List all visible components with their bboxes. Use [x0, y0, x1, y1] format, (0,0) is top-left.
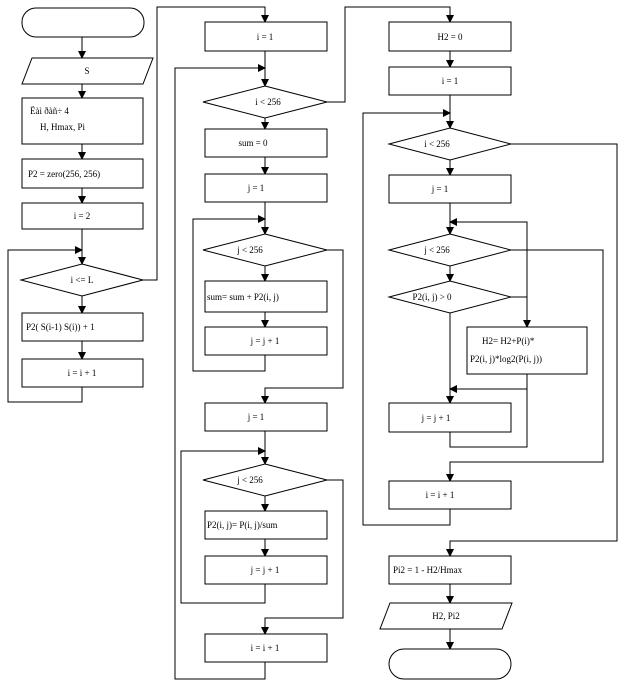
c2-j-eq-1-a-label: j = 1 — [247, 183, 265, 193]
c2-i-eq-1-box: i = 1 — [204, 21, 328, 52]
sum-update-box: sum= sum + P2(i, j) — [204, 280, 328, 313]
c2-j-eq-1-b-box: j = 1 — [204, 402, 328, 432]
c3-cond-p2-diamond: P2(i, j) > 0 — [387, 280, 513, 314]
edge-c1-exit-to-c2 — [143, 6, 269, 281]
c3-j-inc-label: j = j + 1 — [421, 413, 451, 423]
c3-i-inc-label: i = i + 1 — [426, 490, 455, 500]
edge-cond-exit — [446, 143, 618, 557]
p2-normalize-label: P2(i, j)= P(i, j)/sum — [207, 520, 277, 530]
i-eq-2-label: i = 2 — [74, 211, 91, 221]
c2-cond-j-b-label: j < 256 — [236, 475, 263, 485]
c2-cond-i-diamond: i < 256 — [202, 85, 328, 119]
p2-normalize-box: P2(i, j)= P(i, j)/sum — [204, 510, 328, 540]
c3-j-inc-box: j = j + 1 — [388, 402, 512, 433]
p2-update-label: P2( S(i-1) S(i)) + 1 — [26, 322, 95, 332]
h2-update-label-line1: H2= H2+P(i)* — [482, 336, 535, 346]
c1-i-inc-label: i = i + 1 — [68, 368, 97, 378]
edge-c2-exit-to-c3 — [327, 6, 454, 103]
c2-j-eq-1-b-label: j = 1 — [247, 412, 265, 422]
init-vars-box: Ëàì ðàñ÷ 4 H, Hmax, Pi — [21, 97, 144, 145]
output-parallelogram: H2, Pi2 — [379, 602, 513, 630]
c2-j-inc-a-box: j = j + 1 — [204, 326, 328, 356]
i-eq-2-box: i = 2 — [21, 202, 144, 230]
h2-update-box: H2= H2+P(i)* P2(i, j)*log2(P(i, j)) — [466, 326, 588, 375]
c2-i-inc-box: i = i + 1 — [204, 633, 328, 663]
edge-inner-loop-b-back — [180, 447, 266, 604]
c3-cond-j-diamond: j < 256 — [387, 233, 513, 267]
c2-i-inc-label: i = i + 1 — [251, 643, 280, 653]
edge-condj-exit — [446, 249, 604, 482]
flow-connectors — [7, 6, 618, 680]
c3-j-eq-1-label: j = 1 — [431, 184, 449, 194]
init-vars-label-line1: Ëàì ðàñ÷ 4 — [30, 106, 69, 116]
c2-j-inc-a-label: j = j + 1 — [250, 336, 280, 346]
edge-c1-loop-back — [7, 246, 83, 403]
c2-cond-j-a-label: j < 256 — [236, 245, 263, 255]
input-s-parallelogram: S — [21, 57, 154, 85]
c3-i-inc-box: i = i + 1 — [388, 480, 512, 510]
sum-update-label: sum= sum + P2(i, j) — [207, 292, 279, 302]
c2-cond-j-b-diamond: j < 256 — [202, 463, 328, 497]
pi2-label: Pi2 = 1 - H2/Hmax — [393, 565, 463, 575]
c2-j-inc-b-label: j = j + 1 — [250, 565, 280, 575]
start-terminator — [21, 7, 145, 38]
edge-inner-loop-a-back — [192, 215, 266, 372]
h2-update-label-line2: P2(i, j)*log2(P(i, j)) — [470, 354, 542, 364]
c2-cond-i-label: i < 256 — [255, 97, 281, 107]
cond-i-le-l-diamond: i <= L — [19, 263, 145, 297]
edge-h2upd-to-merge — [449, 374, 528, 393]
h2-eq-0-box: H2 = 0 — [388, 21, 512, 52]
c3-i-eq-1-label: i = 1 — [442, 76, 459, 86]
p2-zeros-box: P2 = zero(256, 256) — [21, 158, 144, 189]
sum-eq-0-label: sum = 0 — [238, 138, 268, 148]
edge-outer-loop-i-back — [362, 109, 451, 526]
c2-j-inc-b-box: j = j + 1 — [204, 555, 328, 585]
c3-cond-p2-label: P2(i, j) > 0 — [412, 292, 452, 302]
c3-i-eq-1-box: i = 1 — [388, 66, 512, 96]
output-label: H2, Pi2 — [432, 611, 460, 621]
init-vars-label-line2: H, Hmax, Pi — [40, 122, 85, 132]
pi2-box: Pi2 = 1 - H2/Hmax — [388, 555, 512, 585]
edge-outer-loop-back — [174, 64, 266, 680]
edge-condb-exit — [261, 479, 344, 635]
c3-cond-i-label: i < 256 — [424, 139, 450, 149]
end-terminator — [388, 648, 512, 680]
c3-cond-j-label: j < 256 — [423, 245, 450, 255]
sum-eq-0-box: sum = 0 — [204, 128, 328, 158]
edge-condp2-to-h2upd — [511, 296, 531, 328]
c3-cond-i-diamond: i < 256 — [387, 127, 513, 161]
edge-inner-loop-j-back — [449, 218, 528, 448]
c1-i-inc-box: i = i + 1 — [21, 358, 144, 388]
p2-zeros-label: P2 = zero(256, 256) — [28, 169, 100, 179]
h2-eq-0-label: H2 = 0 — [437, 32, 463, 42]
c3-j-eq-1-box: j = 1 — [388, 174, 512, 204]
c2-cond-j-a-diamond: j < 256 — [202, 233, 328, 267]
c2-j-eq-1-a-box: j = 1 — [204, 173, 328, 203]
input-s-label: S — [84, 66, 89, 76]
edge-conda-exit — [261, 249, 344, 404]
cond-i-le-l-label: i <= L — [71, 275, 94, 285]
c2-i-eq-1-label: i = 1 — [257, 32, 274, 42]
p2-update-box: P2( S(i-1) S(i)) + 1 — [21, 312, 144, 342]
